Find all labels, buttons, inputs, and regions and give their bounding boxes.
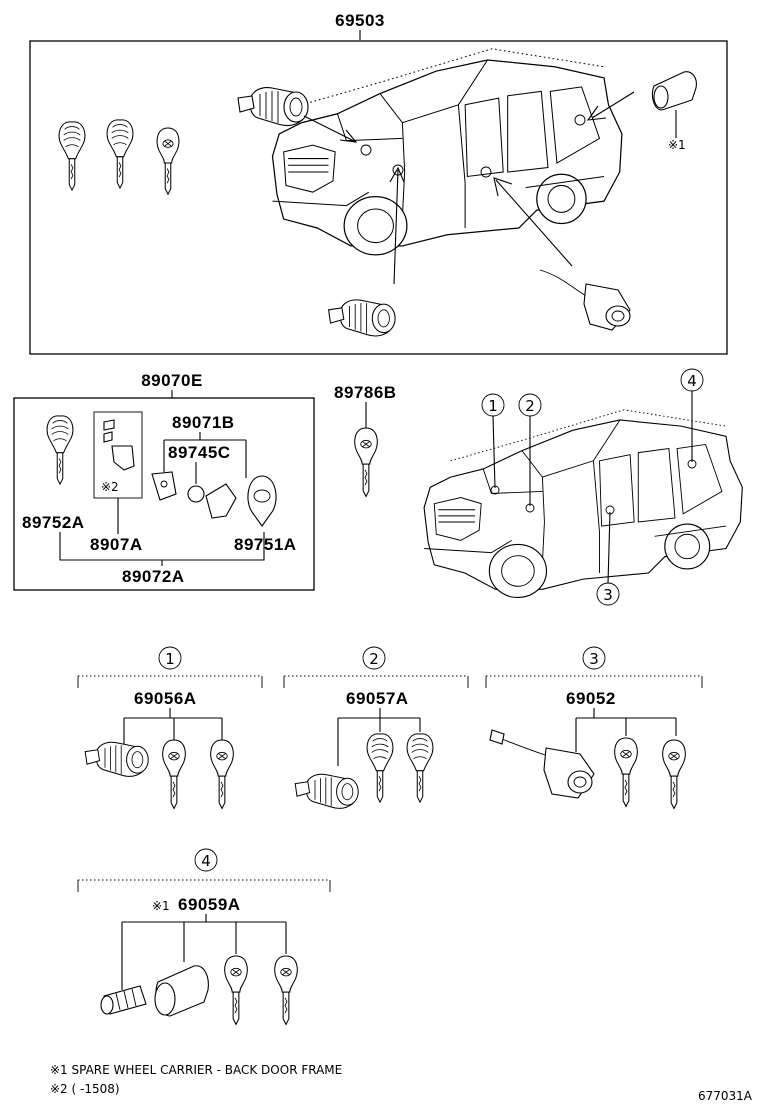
key-remote-2[interactable] [106, 119, 134, 189]
transponder-chip[interactable] [103, 419, 135, 471]
key-plate-89751A[interactable] [247, 475, 277, 527]
part-number-89070E[interactable]: 89070E [141, 371, 203, 390]
lock-cylinder-69056A[interactable] [84, 741, 149, 777]
lock-cylinder-69057A[interactable] [294, 773, 359, 809]
key-remote-1[interactable] [58, 121, 86, 191]
lock-cylinder-hood[interactable] [237, 87, 309, 127]
key-69056A-2[interactable] [210, 739, 234, 809]
key-69056A-1[interactable] [162, 739, 186, 809]
arrows-top [303, 91, 635, 285]
part-number-69052[interactable]: 69052 [566, 689, 616, 708]
section-number-1: 1 [165, 650, 175, 668]
key-69052-1[interactable] [614, 737, 638, 807]
vehicle-illustration-top [271, 48, 623, 256]
key-69052-2[interactable] [662, 739, 686, 809]
section-circle-4 [194, 848, 218, 872]
battery-part[interactable] [187, 485, 205, 503]
group-89070E: 89070E ※2 89071B 89745C 89752A 8907A 897… [13, 371, 315, 591]
location-number-3: 3 [603, 586, 613, 604]
footnote-1: ※1 SPARE WHEEL CARRIER - BACK DOOR FRAME [50, 1063, 342, 1077]
remote-cover-part[interactable] [205, 483, 237, 519]
key-89786B[interactable] [354, 427, 378, 497]
group-69059A: 4 ※1 69059A [77, 848, 331, 1025]
key-remote-89752A[interactable] [46, 415, 74, 485]
leader-89071B [163, 432, 247, 478]
part-number-8907A[interactable]: 8907A [90, 535, 143, 554]
back-door-lock-part[interactable] [539, 269, 631, 331]
section-circle-3 [582, 646, 606, 670]
spare-lock-barrel[interactable] [100, 985, 147, 1015]
part-number-89071B[interactable]: 89071B [172, 413, 235, 432]
remote-case-part[interactable] [151, 471, 177, 501]
section-number-3: 3 [589, 650, 599, 668]
location-number-2: 2 [525, 397, 535, 415]
key-plain-1[interactable] [156, 127, 180, 195]
key-remote-69057A-2[interactable] [406, 733, 434, 803]
marker-2-keyset: ※2 [101, 480, 119, 494]
section-circle-2 [362, 646, 386, 670]
key-69059A-2[interactable] [274, 955, 298, 1025]
group-69056A: 1 69056A [77, 646, 263, 809]
part-number-69059A[interactable]: 69059A [178, 895, 241, 914]
key-remote-69057A-1[interactable] [366, 733, 394, 803]
part-number-89786B[interactable]: 89786B [334, 383, 397, 402]
spare-wheel-lock-part[interactable] [651, 71, 697, 111]
assembly-box-89070E [13, 397, 315, 591]
section-number-2: 2 [369, 650, 379, 668]
group-69057A: 2 69057A [283, 646, 469, 809]
assembly-box-69503 [29, 40, 728, 355]
part-number-89745C[interactable]: 89745C [168, 443, 231, 462]
group-69503: 69503 ※1 [29, 11, 728, 355]
part-number-69057A[interactable]: 69057A [346, 689, 409, 708]
leaders-89072A [59, 498, 265, 566]
location-number-1: 1 [488, 397, 498, 415]
section-circle-1 [158, 646, 182, 670]
spare-lock-sleeve[interactable] [154, 965, 209, 1017]
figure-id: 677031A [698, 1089, 753, 1103]
vehicle-illustration-location [423, 409, 743, 599]
back-door-lock-69052[interactable] [489, 729, 595, 799]
group-89786B: 89786B [334, 383, 397, 497]
location-number-4: 4 [687, 372, 697, 390]
lock-cylinder-door[interactable] [328, 299, 396, 337]
part-number-89751A[interactable]: 89751A [234, 535, 297, 554]
footnote-2: ※2 ( -1508) [50, 1082, 120, 1096]
section-number-4: 4 [201, 852, 211, 870]
group-69052: 3 69052 [485, 646, 703, 809]
part-number-69056A[interactable]: 69056A [134, 689, 197, 708]
part-number-89752A[interactable]: 89752A [22, 513, 85, 532]
key-69059A-1[interactable] [224, 955, 248, 1025]
marker-1-top: ※1 [668, 138, 686, 152]
part-number-69503[interactable]: 69503 [335, 11, 385, 30]
vehicle-location-view: 1 2 4 3 [423, 368, 743, 606]
marker-1-section4: ※1 [152, 899, 170, 913]
part-number-89072A[interactable]: 89072A [122, 567, 185, 586]
